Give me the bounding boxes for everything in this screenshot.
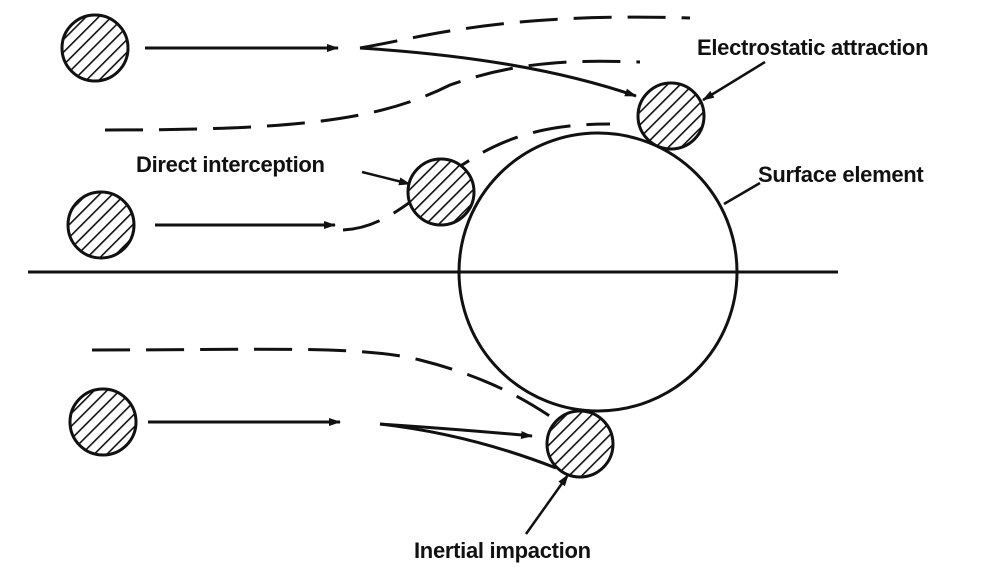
particles <box>60 13 706 479</box>
streamline-bottom <box>91 347 557 422</box>
leader-direct <box>361 170 411 186</box>
hatched-circle-icon <box>68 387 138 457</box>
leader-surface <box>723 181 761 206</box>
label-electrostatic-attraction: Electrostatic attraction <box>697 35 928 60</box>
leader-lines <box>361 60 766 535</box>
hatched-circle-icon <box>636 81 706 151</box>
surface-element-circle <box>457 131 739 413</box>
hatched-circle-icon <box>406 157 476 227</box>
streamline-top-outer <box>359 15 691 50</box>
label-surface-element: Surface element <box>758 162 924 187</box>
particle-trajectories <box>145 44 637 470</box>
hatched-circle-icon <box>66 190 136 260</box>
hatched-circle-icon <box>60 13 130 83</box>
label-inertial-impaction: Inertial impaction <box>414 538 591 563</box>
hatched-circle-icon <box>545 409 615 479</box>
label-direct-interception: Direct interception <box>136 152 325 177</box>
streamline-top-mid <box>104 59 641 132</box>
leader-electrostatic <box>702 60 766 102</box>
streamlines <box>91 15 691 422</box>
trajectory-bottom-inertial-curve <box>379 422 557 470</box>
trajectory-top-electrostatic <box>359 46 637 98</box>
leader-inertial <box>524 474 570 535</box>
